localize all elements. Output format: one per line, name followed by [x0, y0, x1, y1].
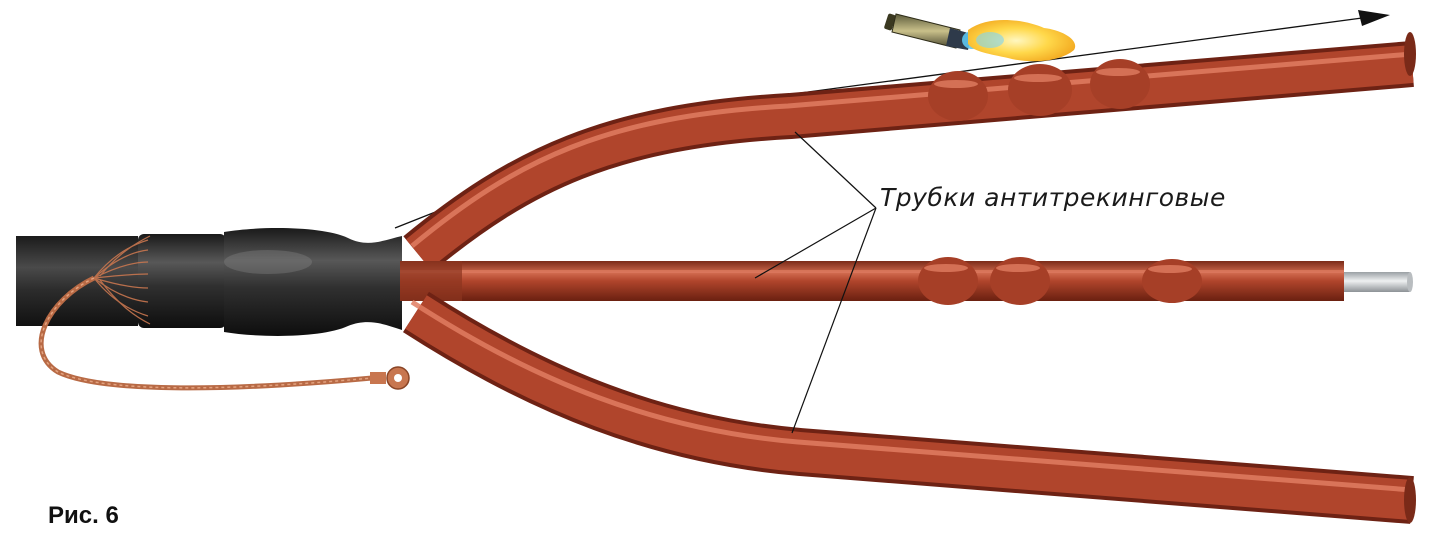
tube-upper — [412, 32, 1416, 254]
cable-jacket — [16, 234, 226, 328]
conductor-core — [1344, 272, 1410, 292]
figure-caption: Рис. 6 — [48, 502, 119, 530]
gas-torch-icon — [884, 13, 982, 50]
tube-lower — [412, 302, 1416, 523]
tube-middle — [400, 257, 1413, 305]
breakout-glove — [224, 228, 402, 336]
flame-icon — [968, 20, 1075, 61]
tubes-annotation-label: Трубки антитрекинговые — [880, 183, 1226, 212]
